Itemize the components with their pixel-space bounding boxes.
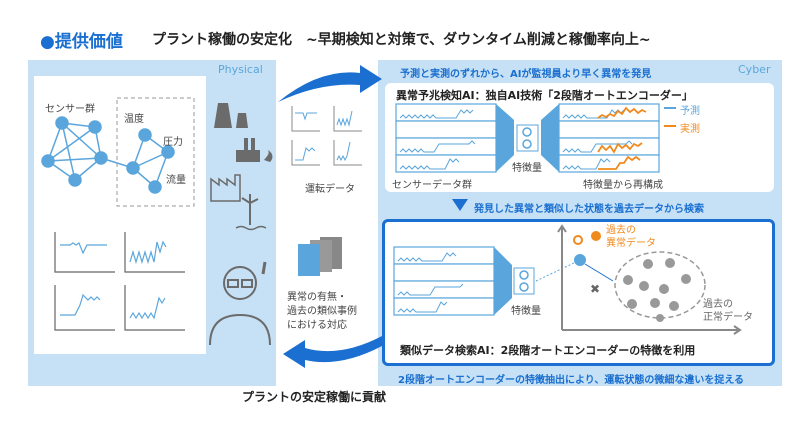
page-title: プラント稼働の安定化 ~早期検知と対策で、ダウンタイム削減と稼働率向上~ bbox=[152, 32, 651, 48]
features-label-2: 特徴量 bbox=[511, 306, 541, 317]
scatter-plot: ✖ bbox=[557, 224, 742, 335]
legend-actual: 実測 bbox=[680, 124, 700, 135]
operator-icon bbox=[209, 261, 271, 346]
arrow-to-cyber bbox=[278, 65, 382, 102]
cyber-label: Cyber bbox=[738, 63, 771, 76]
response-line: 異常の有無・ bbox=[287, 292, 347, 303]
sensor-group-box bbox=[116, 97, 195, 207]
arrow-to-physical bbox=[283, 336, 382, 368]
label-line: 過去の bbox=[703, 299, 733, 310]
sensor-data-label: センサーデータ群 bbox=[392, 180, 472, 191]
sensor-group-label: センサー群 bbox=[45, 104, 95, 115]
label-line: 過去の bbox=[606, 225, 636, 236]
pressure-label: 圧力 bbox=[163, 137, 183, 148]
search-caption: 発見した異常と類似した状態を過去データから検索 bbox=[474, 204, 704, 215]
search-autoencoder bbox=[393, 246, 579, 316]
svg-text:✖: ✖ bbox=[590, 282, 600, 296]
operation-data-charts bbox=[291, 106, 362, 166]
plant-icons bbox=[210, 103, 273, 231]
flow-label: 流量 bbox=[166, 175, 186, 186]
detection-title: 異常予兆検知AI：独自AI技術「2段階オートエンコーダー」 bbox=[396, 89, 693, 102]
search-title: 類似データ検索AI：2段階オートエンコーダーの特徴を利用 bbox=[400, 344, 696, 357]
sensor-charts bbox=[54, 232, 185, 331]
temperature-label: 温度 bbox=[124, 114, 144, 125]
response-line: における対応 bbox=[287, 320, 347, 331]
section-label: ●提供価値 bbox=[40, 32, 123, 52]
label-line: 正常データ bbox=[703, 312, 753, 323]
response-text: 異常の有無・ 過去の類似事例 における対応 bbox=[287, 291, 357, 333]
reconstruct-label: 特徴量から再構成 bbox=[583, 180, 663, 191]
response-line: 過去の類似事例 bbox=[287, 306, 357, 317]
autoencoder-diagram bbox=[395, 103, 676, 173]
operation-data-label: 運転データ bbox=[305, 184, 355, 195]
sensor-network bbox=[41, 116, 175, 194]
features-label: 特徴量 bbox=[512, 163, 542, 174]
past-normal-label: 過去の正常データ bbox=[703, 298, 753, 324]
footer-caption: プラントの安定稼働に貢献 bbox=[242, 390, 387, 404]
legend-predicted: 予測 bbox=[680, 106, 700, 117]
past-anomaly-label: 過去の異常データ bbox=[606, 224, 656, 250]
physical-label: Physical bbox=[218, 63, 263, 76]
document-icon bbox=[298, 237, 342, 276]
cyber-top-caption: 予測と実測のずれから、AIが監視員より早く異常を発見 bbox=[400, 69, 652, 80]
down-triangle-icon bbox=[452, 199, 468, 211]
cyber-bottom-caption: 2段階オートエンコーダーの特徴抽出により、運転状態の微細な違いを捉える bbox=[398, 375, 745, 386]
label-line: 異常データ bbox=[606, 238, 656, 249]
